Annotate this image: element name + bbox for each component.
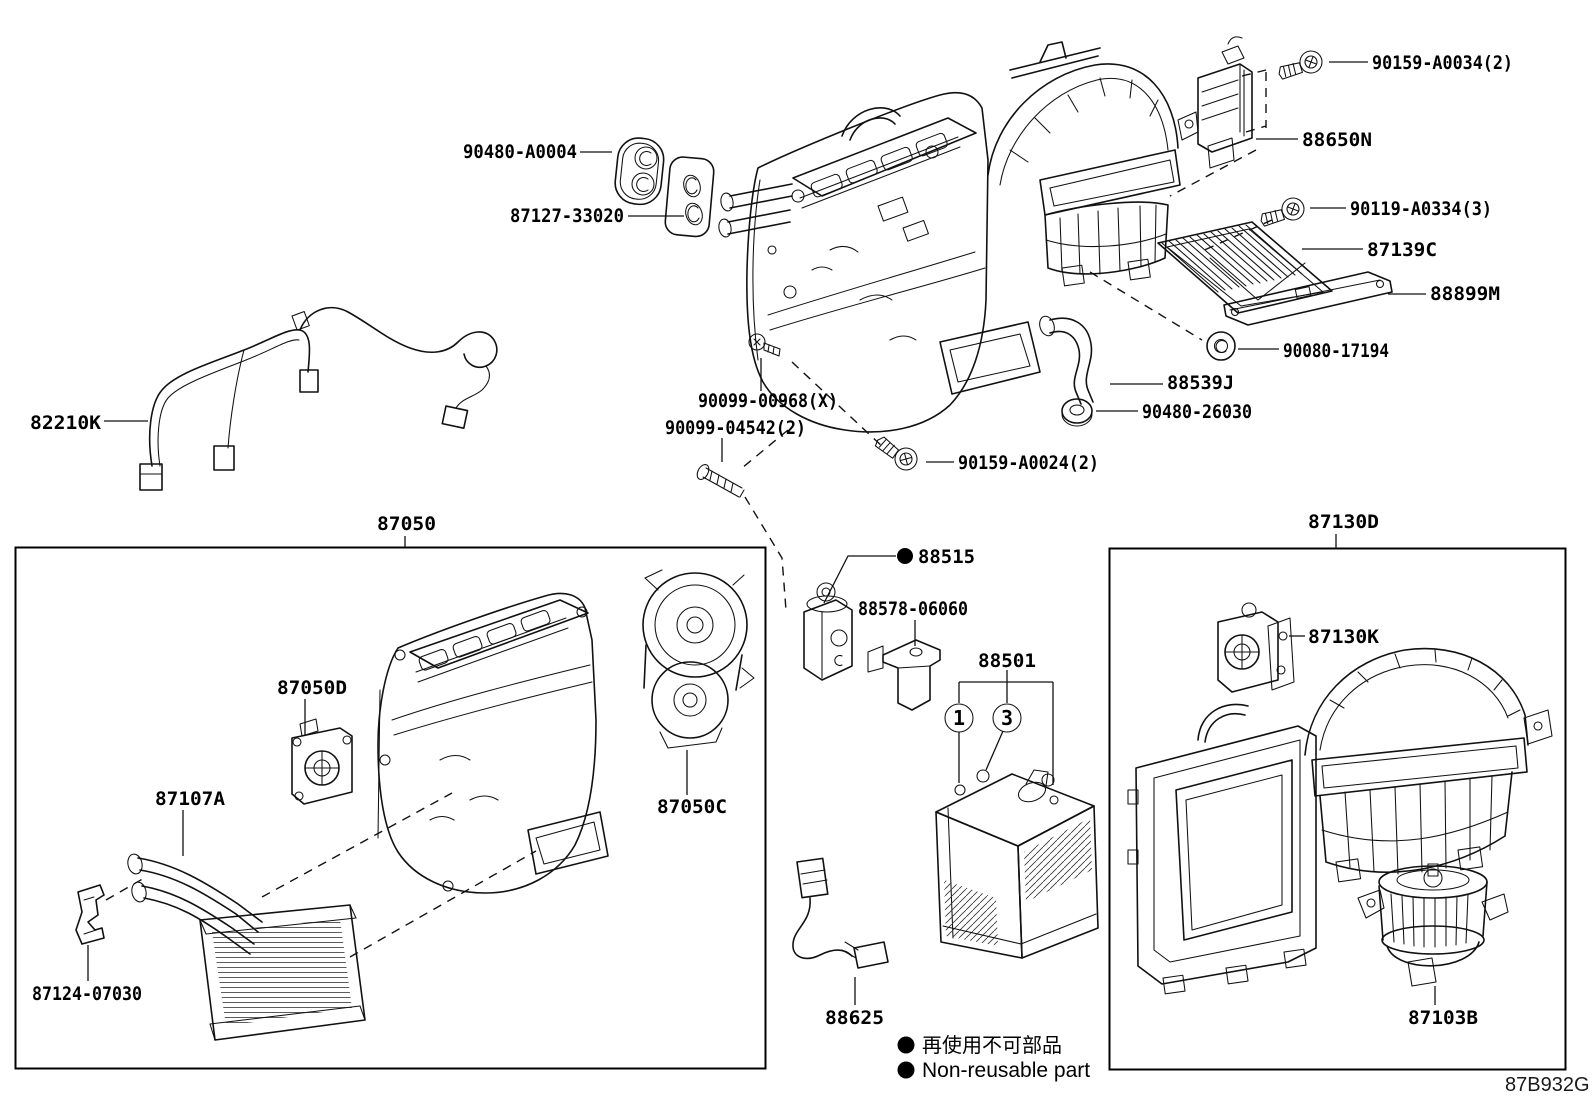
label-87103b: 87103B bbox=[1408, 1007, 1478, 1029]
screw-90099-00968 bbox=[748, 333, 781, 357]
screw-90159-a0034 bbox=[1274, 46, 1327, 87]
legend-text-jp: 再使用不可部品 bbox=[922, 1033, 1062, 1057]
leader-lines bbox=[87, 61, 1436, 1005]
label-88650n: 88650N bbox=[1302, 129, 1372, 151]
screw-90159-a0024 bbox=[870, 431, 922, 475]
heater-pipes bbox=[718, 183, 793, 238]
label-88578-06060: 88578-06060 bbox=[858, 598, 968, 620]
pipe-clamp-87124-drawing bbox=[75, 884, 105, 945]
label-90159-a0034: 90159-A0034(2) bbox=[1372, 52, 1513, 74]
label-90119-a0334: 90119-A0334(3) bbox=[1350, 198, 1492, 220]
damper-rail-drawing bbox=[1223, 271, 1393, 326]
label-87130d: 87130D bbox=[1308, 511, 1379, 533]
wire-harness-drawing bbox=[139, 306, 498, 491]
servo-87130k-drawing bbox=[1217, 602, 1295, 693]
assembly-dash-lines-left bbox=[105, 792, 537, 958]
callout-3: 3 bbox=[1001, 706, 1013, 730]
legend-bullet-en bbox=[897, 1061, 915, 1079]
evaporator-88501-drawing bbox=[935, 769, 1099, 959]
callout-bracket-88501: 1 3 bbox=[944, 670, 1054, 796]
grommet-90480-26030-drawing bbox=[1061, 398, 1093, 427]
thermistor-88625-drawing bbox=[792, 857, 889, 969]
heater-core-drawing bbox=[199, 904, 366, 1041]
bolt-90099-04542 bbox=[696, 464, 745, 498]
expansion-valve-88515-drawing bbox=[803, 582, 853, 681]
part-labels: 90480-A0004 87127-33020 90159-A0034(2) 8… bbox=[30, 52, 1513, 1029]
label-90480-a0004: 90480-A0004 bbox=[463, 141, 577, 163]
label-87127-33020: 87127-33020 bbox=[510, 205, 624, 227]
non-reusable-bullet-88515 bbox=[897, 548, 913, 564]
label-87139c: 87139C bbox=[1367, 239, 1437, 261]
plate-87127-drawing bbox=[664, 156, 715, 238]
label-88625: 88625 bbox=[825, 1007, 884, 1029]
grommet-90480-a0004-drawing bbox=[614, 137, 665, 206]
servo-87050d-drawing bbox=[291, 718, 353, 805]
legend: 再使用不可部品 Non-reusable part bbox=[897, 1033, 1090, 1082]
screw-90119-a0334 bbox=[1256, 193, 1309, 234]
legend-text-en: Non-reusable part bbox=[922, 1059, 1090, 1082]
main-hvac-assembly-drawing bbox=[718, 41, 1199, 433]
label-90080-17194: 90080-17194 bbox=[1283, 340, 1389, 362]
bracket-88578-drawing bbox=[867, 639, 941, 711]
grommet-90080-drawing bbox=[1206, 331, 1236, 361]
label-88899m: 88899M bbox=[1430, 283, 1500, 305]
label-87050: 87050 bbox=[377, 513, 436, 535]
label-87050d: 87050D bbox=[277, 677, 347, 699]
label-90099-04542: 90099-04542(2) bbox=[665, 417, 806, 439]
callout-1: 1 bbox=[953, 706, 965, 730]
label-87124-07030: 87124-07030 bbox=[32, 983, 142, 1005]
blower-fan-87103b-drawing bbox=[1357, 863, 1509, 987]
blower-case-87130d-drawing bbox=[1127, 647, 1553, 995]
blower-motor-87050c-drawing bbox=[642, 569, 755, 749]
label-87130k: 87130K bbox=[1308, 626, 1380, 648]
heater-unit-87050-box bbox=[14, 546, 767, 1070]
label-87050c: 87050C bbox=[657, 796, 727, 818]
heater-radiator-unit-drawing bbox=[377, 592, 609, 894]
label-88539j: 88539J bbox=[1167, 372, 1234, 394]
legend-bullet-jp bbox=[897, 1036, 915, 1054]
cabin-air-filter-drawing bbox=[1157, 221, 1333, 314]
label-88501: 88501 bbox=[978, 650, 1036, 672]
label-82210k: 82210K bbox=[30, 412, 102, 434]
amplifier-88650n-drawing bbox=[1197, 36, 1253, 169]
label-90099-00968: 90099-00968(X) bbox=[698, 390, 838, 412]
label-87107a: 87107A bbox=[155, 788, 226, 810]
diagram-code: 87B932G bbox=[1505, 1074, 1590, 1096]
label-90480-26030: 90480-26030 bbox=[1142, 401, 1252, 423]
label-90159-a0024: 90159-A0024(2) bbox=[958, 452, 1099, 474]
drain-hose-drawing bbox=[1039, 315, 1094, 405]
blower-unit-87130d-box bbox=[1108, 547, 1567, 1071]
label-88515: 88515 bbox=[918, 546, 975, 568]
assembly-dash-lines bbox=[741, 69, 1273, 611]
